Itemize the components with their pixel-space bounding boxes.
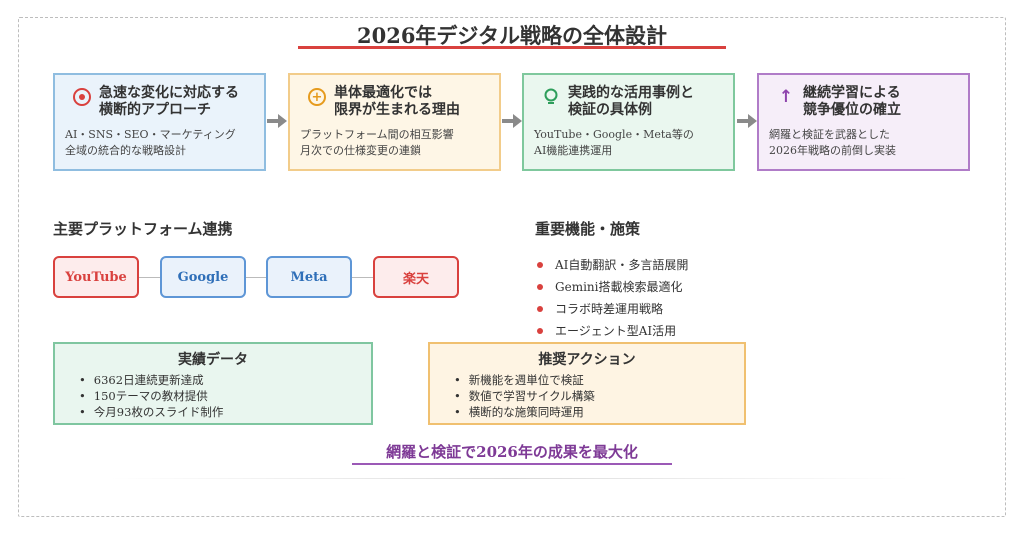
- list-item: 横断的な施策同時運用: [454, 404, 744, 420]
- target-icon: [73, 88, 91, 106]
- card-use-cases: 実践的な活用事例と 検証の具体例 YouTube・Google・Meta等の A…: [522, 73, 735, 171]
- card-heading-line1: 継続学習による: [803, 85, 901, 101]
- card-limit-reason: + 単体最適化では 限界が生まれる理由 プラットフォーム間の相互影響 月次での仕…: [288, 73, 501, 171]
- card-body-line2: AI機能連携運用: [534, 144, 613, 157]
- actions-title: 推奨アクション: [538, 352, 636, 368]
- card-cross-approach: 急速な変化に対応する 横断的アプローチ AI・SNS・SEO・マーケティング 全…: [53, 73, 266, 171]
- card-heading-line1: 急速な変化に対応する: [99, 85, 239, 101]
- flow-arrow-3: [737, 114, 757, 128]
- features-list: AI自動翻訳・多言語展開 Gemini搭載検索最適化 コラボ時差運用戦略 エージ…: [537, 254, 688, 342]
- results-box: 実績データ 6362日連続更新達成 150テーマの教材提供 今月93枚のスライド…: [53, 342, 373, 425]
- card-body-line2: 月次での仕様変更の連鎖: [300, 144, 421, 157]
- lightbulb-icon: [542, 88, 560, 106]
- card-heading-line2: 横断的アプローチ: [99, 102, 211, 118]
- platforms-title: 主要プラットフォーム連携: [53, 220, 233, 238]
- list-item: 今月93枚のスライド制作: [79, 404, 371, 420]
- card-body-line1: プラットフォーム間の相互影響: [300, 128, 454, 141]
- platform-youtube: YouTube: [53, 256, 139, 298]
- platform-connector: [246, 277, 266, 278]
- diagram-frame: [18, 17, 1006, 517]
- bottom-tagline: 網羅と検証で2026年の成果を最大化: [386, 443, 638, 461]
- card-heading-line2: 競争優位の確立: [803, 102, 901, 118]
- list-item: 150テーマの教材提供: [79, 388, 371, 404]
- card-heading-line2: 限界が生まれる理由: [334, 102, 460, 118]
- title-underline: [298, 46, 726, 49]
- actions-box: 推奨アクション 新機能を週単位で検証 数値で学習サイクル構築 横断的な施策同時運…: [428, 342, 746, 425]
- card-heading-line1: 単体最適化では: [334, 85, 432, 101]
- plus-circle-icon: +: [308, 88, 326, 106]
- card-heading-line1: 実践的な活用事例と: [568, 85, 694, 101]
- results-title: 実績データ: [178, 352, 248, 368]
- platform-google: Google: [160, 256, 246, 298]
- card-body-line2: 2026年戦略の前倒し実装: [769, 144, 896, 157]
- platform-connector: [139, 277, 160, 278]
- card-heading-line2: 検証の具体例: [568, 102, 652, 118]
- list-item: 新機能を週単位で検証: [454, 372, 744, 388]
- page-title: 2026年デジタル戦略の全体設計: [356, 23, 668, 48]
- platform-rakuten: 楽天: [373, 256, 459, 298]
- platform-connector: [352, 277, 373, 278]
- features-title: 重要機能・施策: [535, 220, 641, 238]
- list-item: コラボ時差運用戦略: [537, 298, 688, 320]
- list-item: 数値で学習サイクル構築: [454, 388, 744, 404]
- card-body-line2: 全域の統合的な戦略設計: [65, 144, 186, 157]
- arrow-up-icon: ↑: [778, 87, 794, 107]
- divider: [110, 478, 910, 479]
- flow-arrow-2: [502, 114, 522, 128]
- card-body-line1: 網羅と検証を武器とした: [769, 128, 890, 141]
- card-continuous-learning: ↑ 継続学習による 競争優位の確立 網羅と検証を武器とした 2026年戦略の前倒…: [757, 73, 970, 171]
- card-body-line1: AI・SNS・SEO・マーケティング: [65, 128, 236, 141]
- list-item: エージェント型AI活用: [537, 320, 688, 342]
- card-body-line1: YouTube・Google・Meta等の: [534, 128, 694, 141]
- list-item: Gemini搭載検索最適化: [537, 276, 688, 298]
- list-item: 6362日連続更新達成: [79, 372, 371, 388]
- tagline-underline: [352, 463, 672, 465]
- list-item: AI自動翻訳・多言語展開: [537, 254, 688, 276]
- platform-meta: Meta: [266, 256, 352, 298]
- flow-arrow-1: [267, 114, 287, 128]
